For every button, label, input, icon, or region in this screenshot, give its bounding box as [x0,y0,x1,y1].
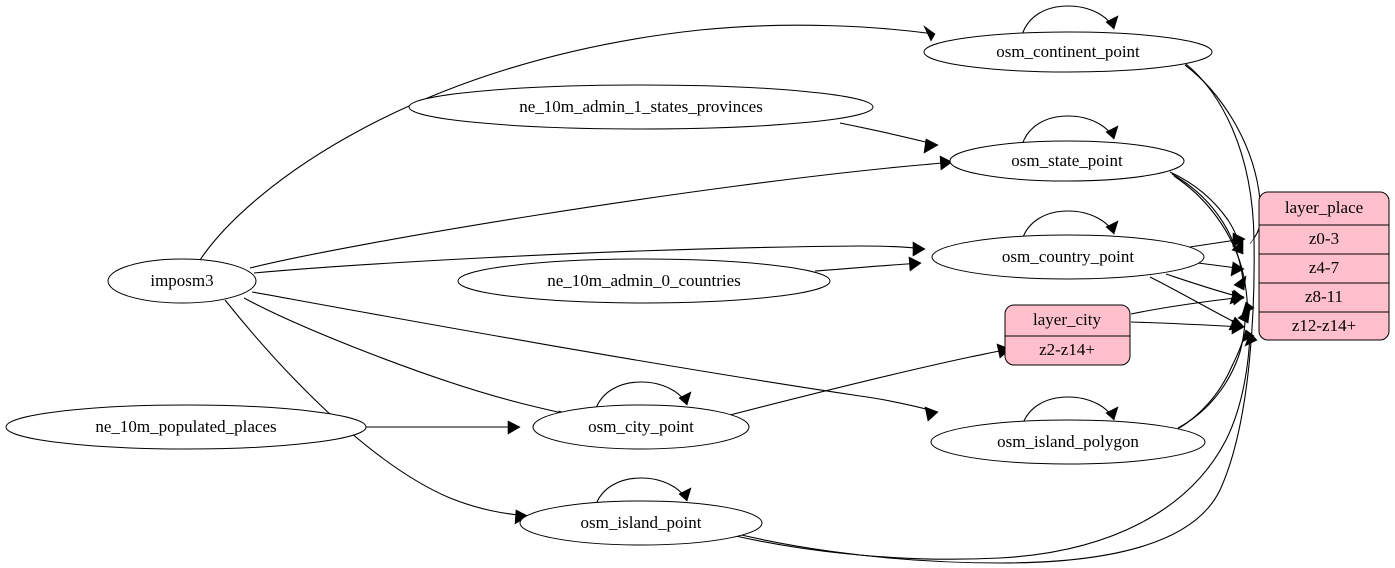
edge-ne_10m_admin_0_countries-to-osm_country_point [814,256,922,272]
edge-osm_country_point-to-layer_place-z0-3 [1189,232,1246,248]
edge-self-loop-osm_country_point [1021,210,1119,241]
layer_place-row-z0-3[interactable]: z0-3 [1309,229,1339,248]
edge-osm_continent_point-down-to-z12 [699,63,1255,564]
node-ne_10m_admin_0_countries[interactable]: ne_10m_admin_0_countries [457,258,831,304]
edge-osm_country_point-to-layer_place-z4-7 [1197,261,1245,277]
edge-self-loop-osm_continent_point [1021,5,1119,36]
edge-osm_country_point-to-layer_place-z8-11 [1165,273,1245,305]
node-label-ne_10m_admin_0_countries: ne_10m_admin_0_countries [547,271,741,290]
edge-osm_city_point-to-layer_city [729,343,1011,416]
node-layer_city[interactable]: layer_city z2-z14+ [1004,304,1131,366]
node-ne_10m_populated_places[interactable]: ne_10m_populated_places [5,404,367,450]
layer_place-row-z4-7[interactable]: z4-7 [1309,258,1340,277]
layer_place-row-z8-11[interactable]: z8-11 [1305,287,1343,306]
node-label-osm_island_polygon: osm_island_polygon [997,432,1139,451]
edge-layer_city-to-layer_place-z8-11 [1130,290,1245,315]
edge-self-loop-osm_island_point [594,477,692,508]
edge-imposm3-to-osm_state_point [249,155,953,269]
node-osm_island_polygon[interactable]: osm_island_polygon [930,419,1206,465]
node-osm_state_point[interactable]: osm_state_point [949,140,1185,182]
layer_place-title: layer_place [1285,198,1363,217]
node-label-ne_10m_populated_places: ne_10m_populated_places [95,417,276,436]
node-layer: imposm3 ne_10m_admin_1_states_provinces … [5,31,1390,546]
edge-osm_continent_point-to-layer_place-z0-3 [1184,64,1262,245]
node-label-osm_city_point: osm_city_point [588,417,694,436]
node-osm_island_point[interactable]: osm_island_point [519,500,763,546]
edge-self-loop-osm_city_point [594,381,692,412]
edge-imposm3-to-osm_island_polygon [251,291,939,422]
edge-osm_state_point-to-layer_place-z4-7 [1169,171,1244,255]
node-ne_10m_admin_1_states_provinces[interactable]: ne_10m_admin_1_states_provinces [408,84,874,130]
node-osm_continent_point[interactable]: osm_continent_point [923,31,1213,73]
node-label-osm_country_point: osm_country_point [1002,247,1134,266]
edge-self-loop-osm_island_polygon [1021,396,1119,427]
node-osm_country_point[interactable]: osm_country_point [931,234,1205,280]
edge-imposm3-to-osm_continent_point [199,24,936,261]
node-label-osm_state_point: osm_state_point [1011,151,1123,170]
edge-osm_island_point-to-layer_place-z12-z14 [699,332,1258,560]
edge-ne_10m_admin_1_states_provinces-to-osm_state_point [839,122,939,154]
edge-self-loop-osm_state_point [1021,115,1119,146]
node-layer_place[interactable]: layer_place z0-3 z4-7 z8-11 z12-z14+ [1258,191,1390,341]
edge-imposm3-to-osm_city_point [243,297,573,425]
node-osm_city_point[interactable]: osm_city_point [532,404,750,450]
node-label-ne_10m_admin_1_states_provinces: ne_10m_admin_1_states_provinces [519,97,763,116]
edge-ne_10m_populated_places-to-osm_city_point [366,420,521,435]
node-label-osm_continent_point: osm_continent_point [996,42,1140,61]
layer_place-row-z12-z14plus[interactable]: z12-z14+ [1292,316,1356,335]
node-label-osm_island_point: osm_island_point [581,513,702,532]
edge-imposm3-to-osm_country_point [253,241,926,274]
node-label-imposm3: imposm3 [150,271,213,290]
layer_city-row-z2-z14plus[interactable]: z2-z14+ [1039,340,1095,359]
node-imposm3[interactable]: imposm3 [107,258,257,304]
edge-layer_city-to-layer_place-z12-z14 [1130,319,1245,335]
layer_city-title: layer_city [1033,310,1101,329]
